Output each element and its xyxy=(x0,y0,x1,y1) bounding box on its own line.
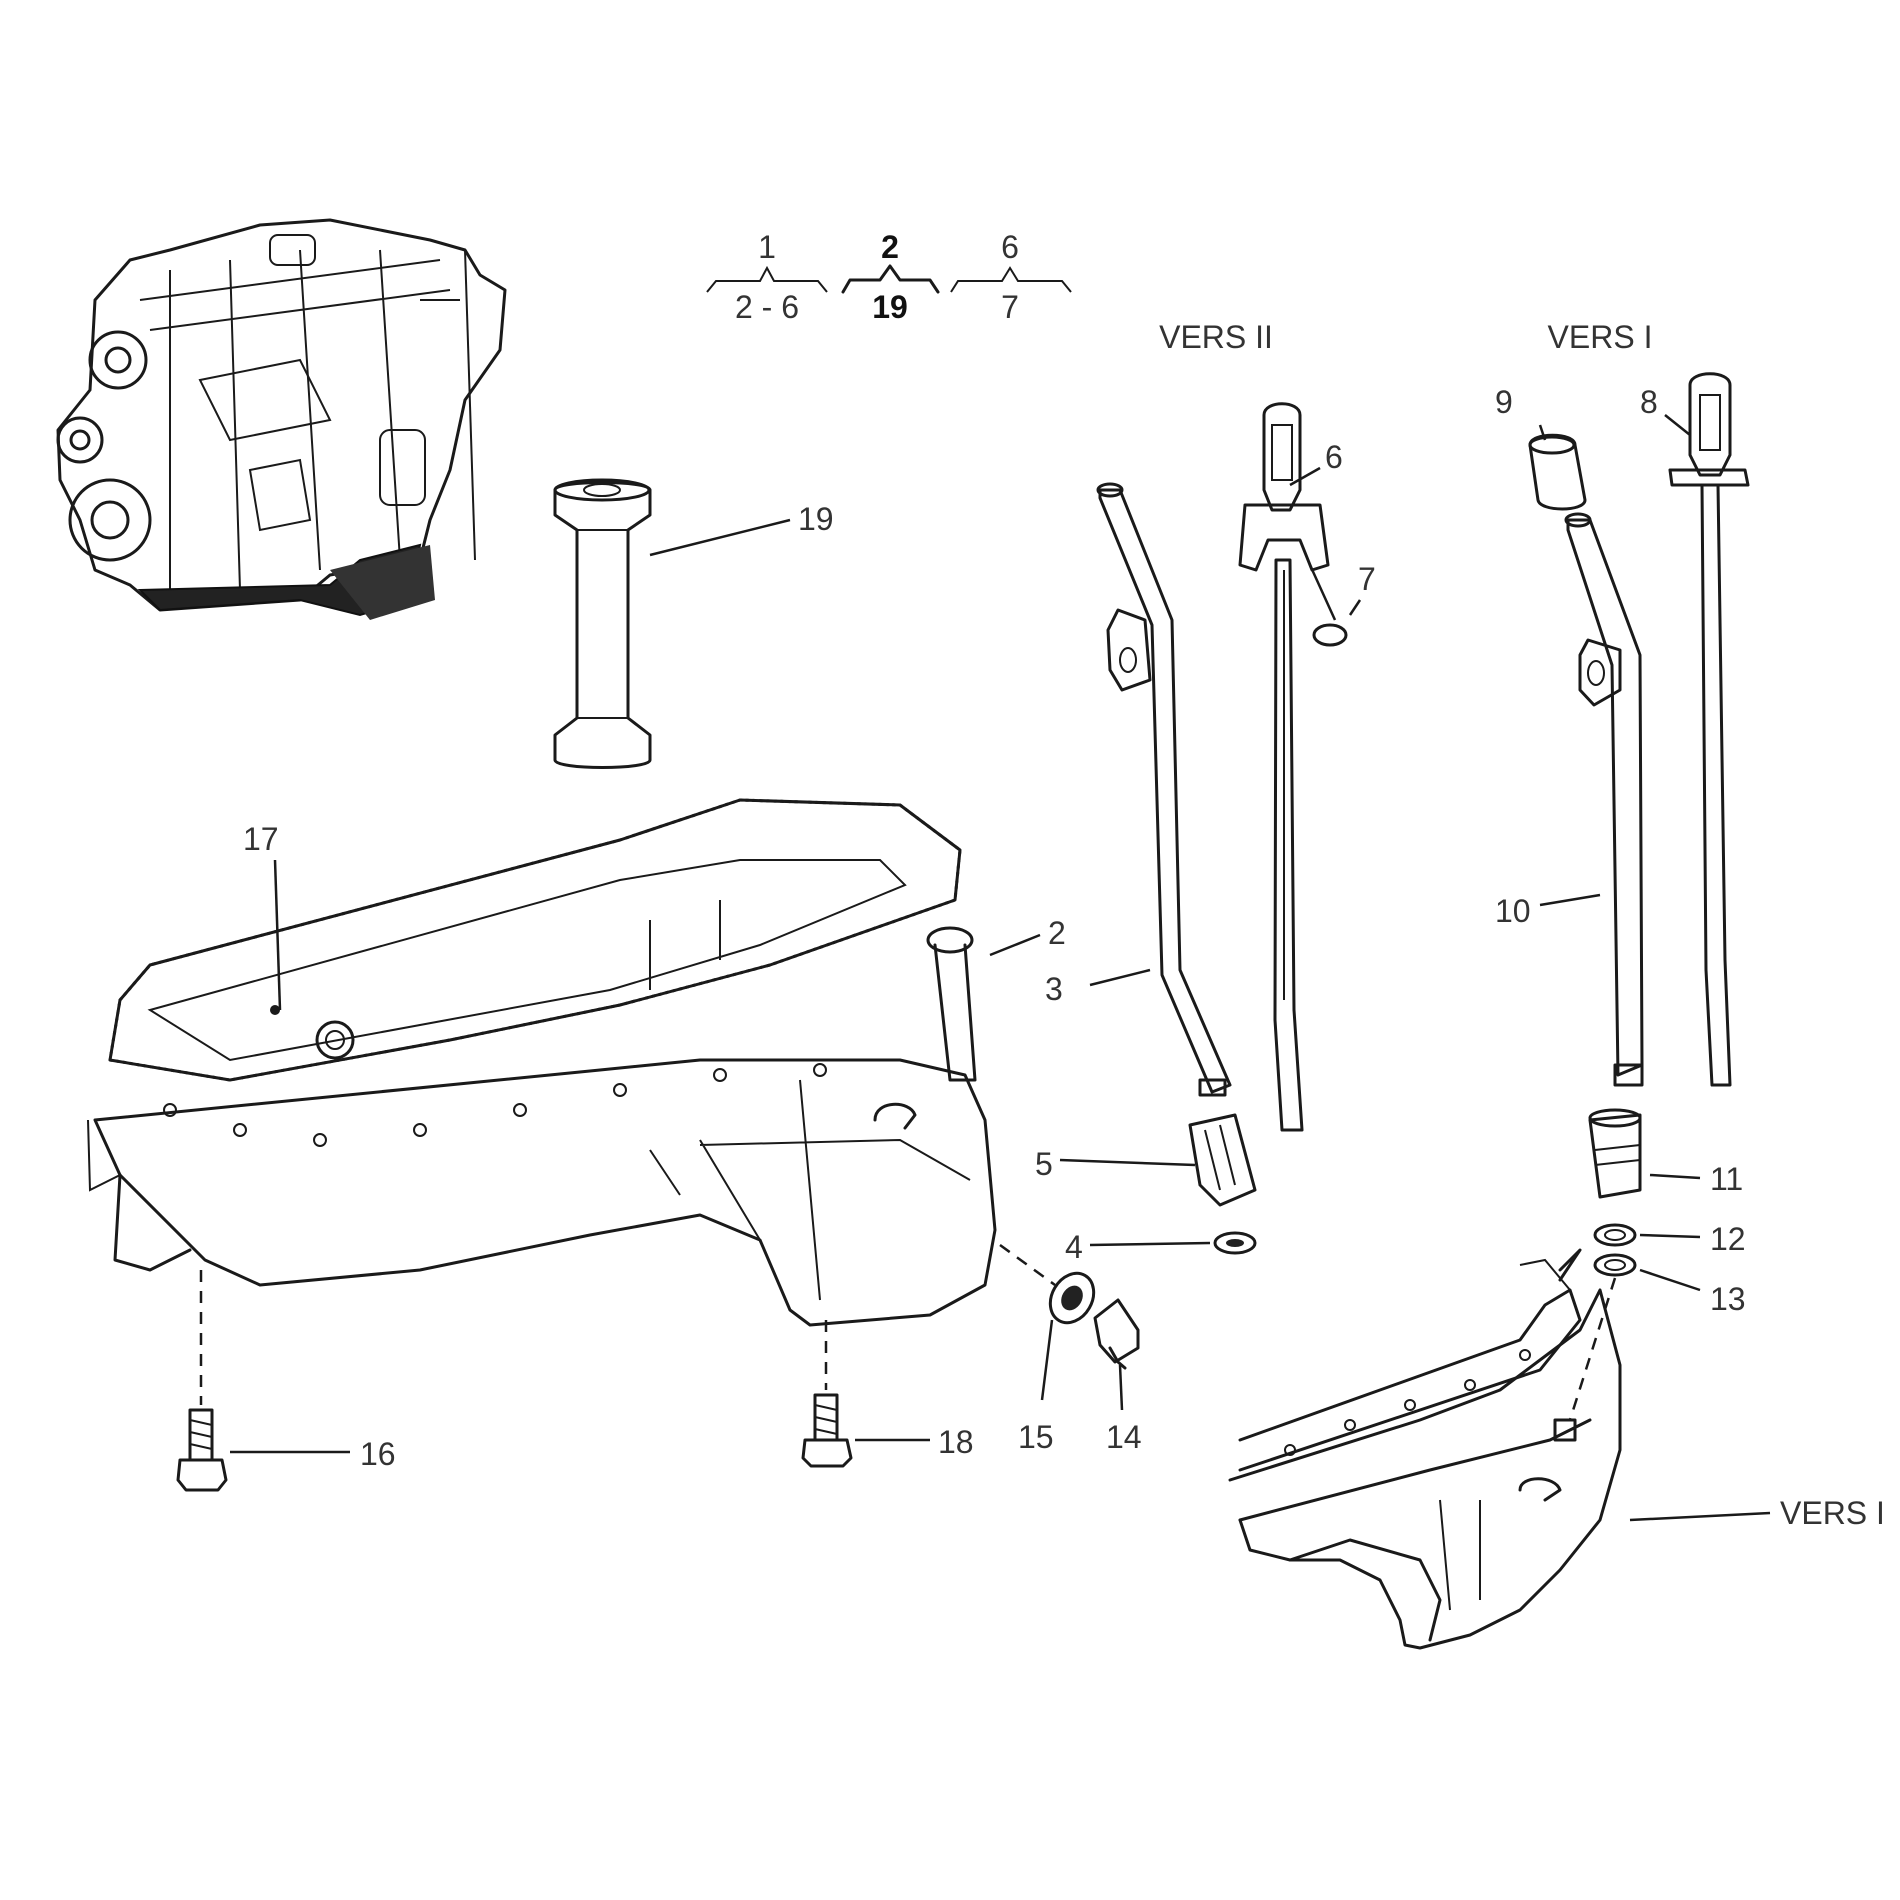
tree-parent-3: 6 xyxy=(1001,229,1019,265)
callout-4: 4 xyxy=(1065,1229,1083,1265)
dash-line-drain xyxy=(999,1243,1056,1287)
hierarchy-tree: 1 2 - 6 2 19 6 7 xyxy=(706,229,1072,325)
bolt-16 xyxy=(176,1408,228,1492)
oil-pan-main xyxy=(87,798,997,1327)
bracket-group-1 xyxy=(706,265,828,293)
callout-5: 5 xyxy=(1035,1146,1053,1182)
dipstick-tube-vers-i xyxy=(1564,512,1644,1087)
oil-pan-vers-i xyxy=(1228,1248,1622,1650)
callout-16: 16 xyxy=(360,1436,396,1472)
callout-11: 11 xyxy=(1710,1161,1743,1197)
bracket-group-6 xyxy=(950,266,1072,293)
callout-labels: 2 3 4 5 6 7 8 9 10 11 12 13 14 15 16 17 … xyxy=(243,384,1746,1472)
washer-13 xyxy=(1593,1253,1637,1277)
callout-18: 18 xyxy=(938,1424,974,1460)
bracket-group-2 xyxy=(841,264,940,294)
tree-children-1: 2 - 6 xyxy=(735,289,799,325)
washer-4 xyxy=(1213,1231,1257,1255)
dipstick-vers-i xyxy=(1668,372,1750,1087)
dipstick-tube-vers-ii xyxy=(1096,482,1232,1097)
tree-children-2: 19 xyxy=(872,289,908,325)
callout-6: 6 xyxy=(1325,439,1343,475)
version-label-vers-i-side: VERS I xyxy=(1780,1495,1885,1531)
callout-9: 9 xyxy=(1495,384,1513,420)
callout-2: 2 xyxy=(1048,915,1066,951)
callout-8: 8 xyxy=(1640,384,1658,420)
drain-washer-15 xyxy=(1048,1271,1096,1325)
callout-12: 12 xyxy=(1710,1221,1746,1257)
callout-7: 7 xyxy=(1358,561,1376,597)
dash-line-vers-i xyxy=(1568,1277,1617,1421)
callout-14: 14 xyxy=(1106,1419,1142,1455)
callout-15: 15 xyxy=(1018,1419,1054,1455)
oil-filter-element xyxy=(553,478,652,769)
drain-plug-14 xyxy=(1093,1298,1140,1370)
leader-lines xyxy=(230,414,1771,1522)
cap-9 xyxy=(1528,433,1587,511)
callout-10: 10 xyxy=(1495,893,1531,929)
engine-thumbnail xyxy=(56,218,507,620)
callout-17: 17 xyxy=(243,821,279,857)
dipstick-guide-vers-ii xyxy=(1188,1113,1257,1207)
version-label-vers-ii: VERS II xyxy=(1159,319,1273,355)
washer-12 xyxy=(1593,1223,1637,1247)
seal-7 xyxy=(1312,623,1348,647)
callout-19: 19 xyxy=(798,501,834,537)
version-label-vers-i-top: VERS I xyxy=(1548,319,1653,355)
tree-parent-1: 1 xyxy=(758,229,776,265)
tree-parent-2: 2 xyxy=(881,229,899,265)
callout-13: 13 xyxy=(1710,1281,1746,1317)
tree-children-3: 7 xyxy=(1001,289,1019,325)
callout-3: 3 xyxy=(1045,971,1063,1007)
dipstick-vers-ii xyxy=(1238,402,1330,1132)
guide-11 xyxy=(1588,1108,1642,1199)
bolt-18 xyxy=(801,1393,853,1468)
